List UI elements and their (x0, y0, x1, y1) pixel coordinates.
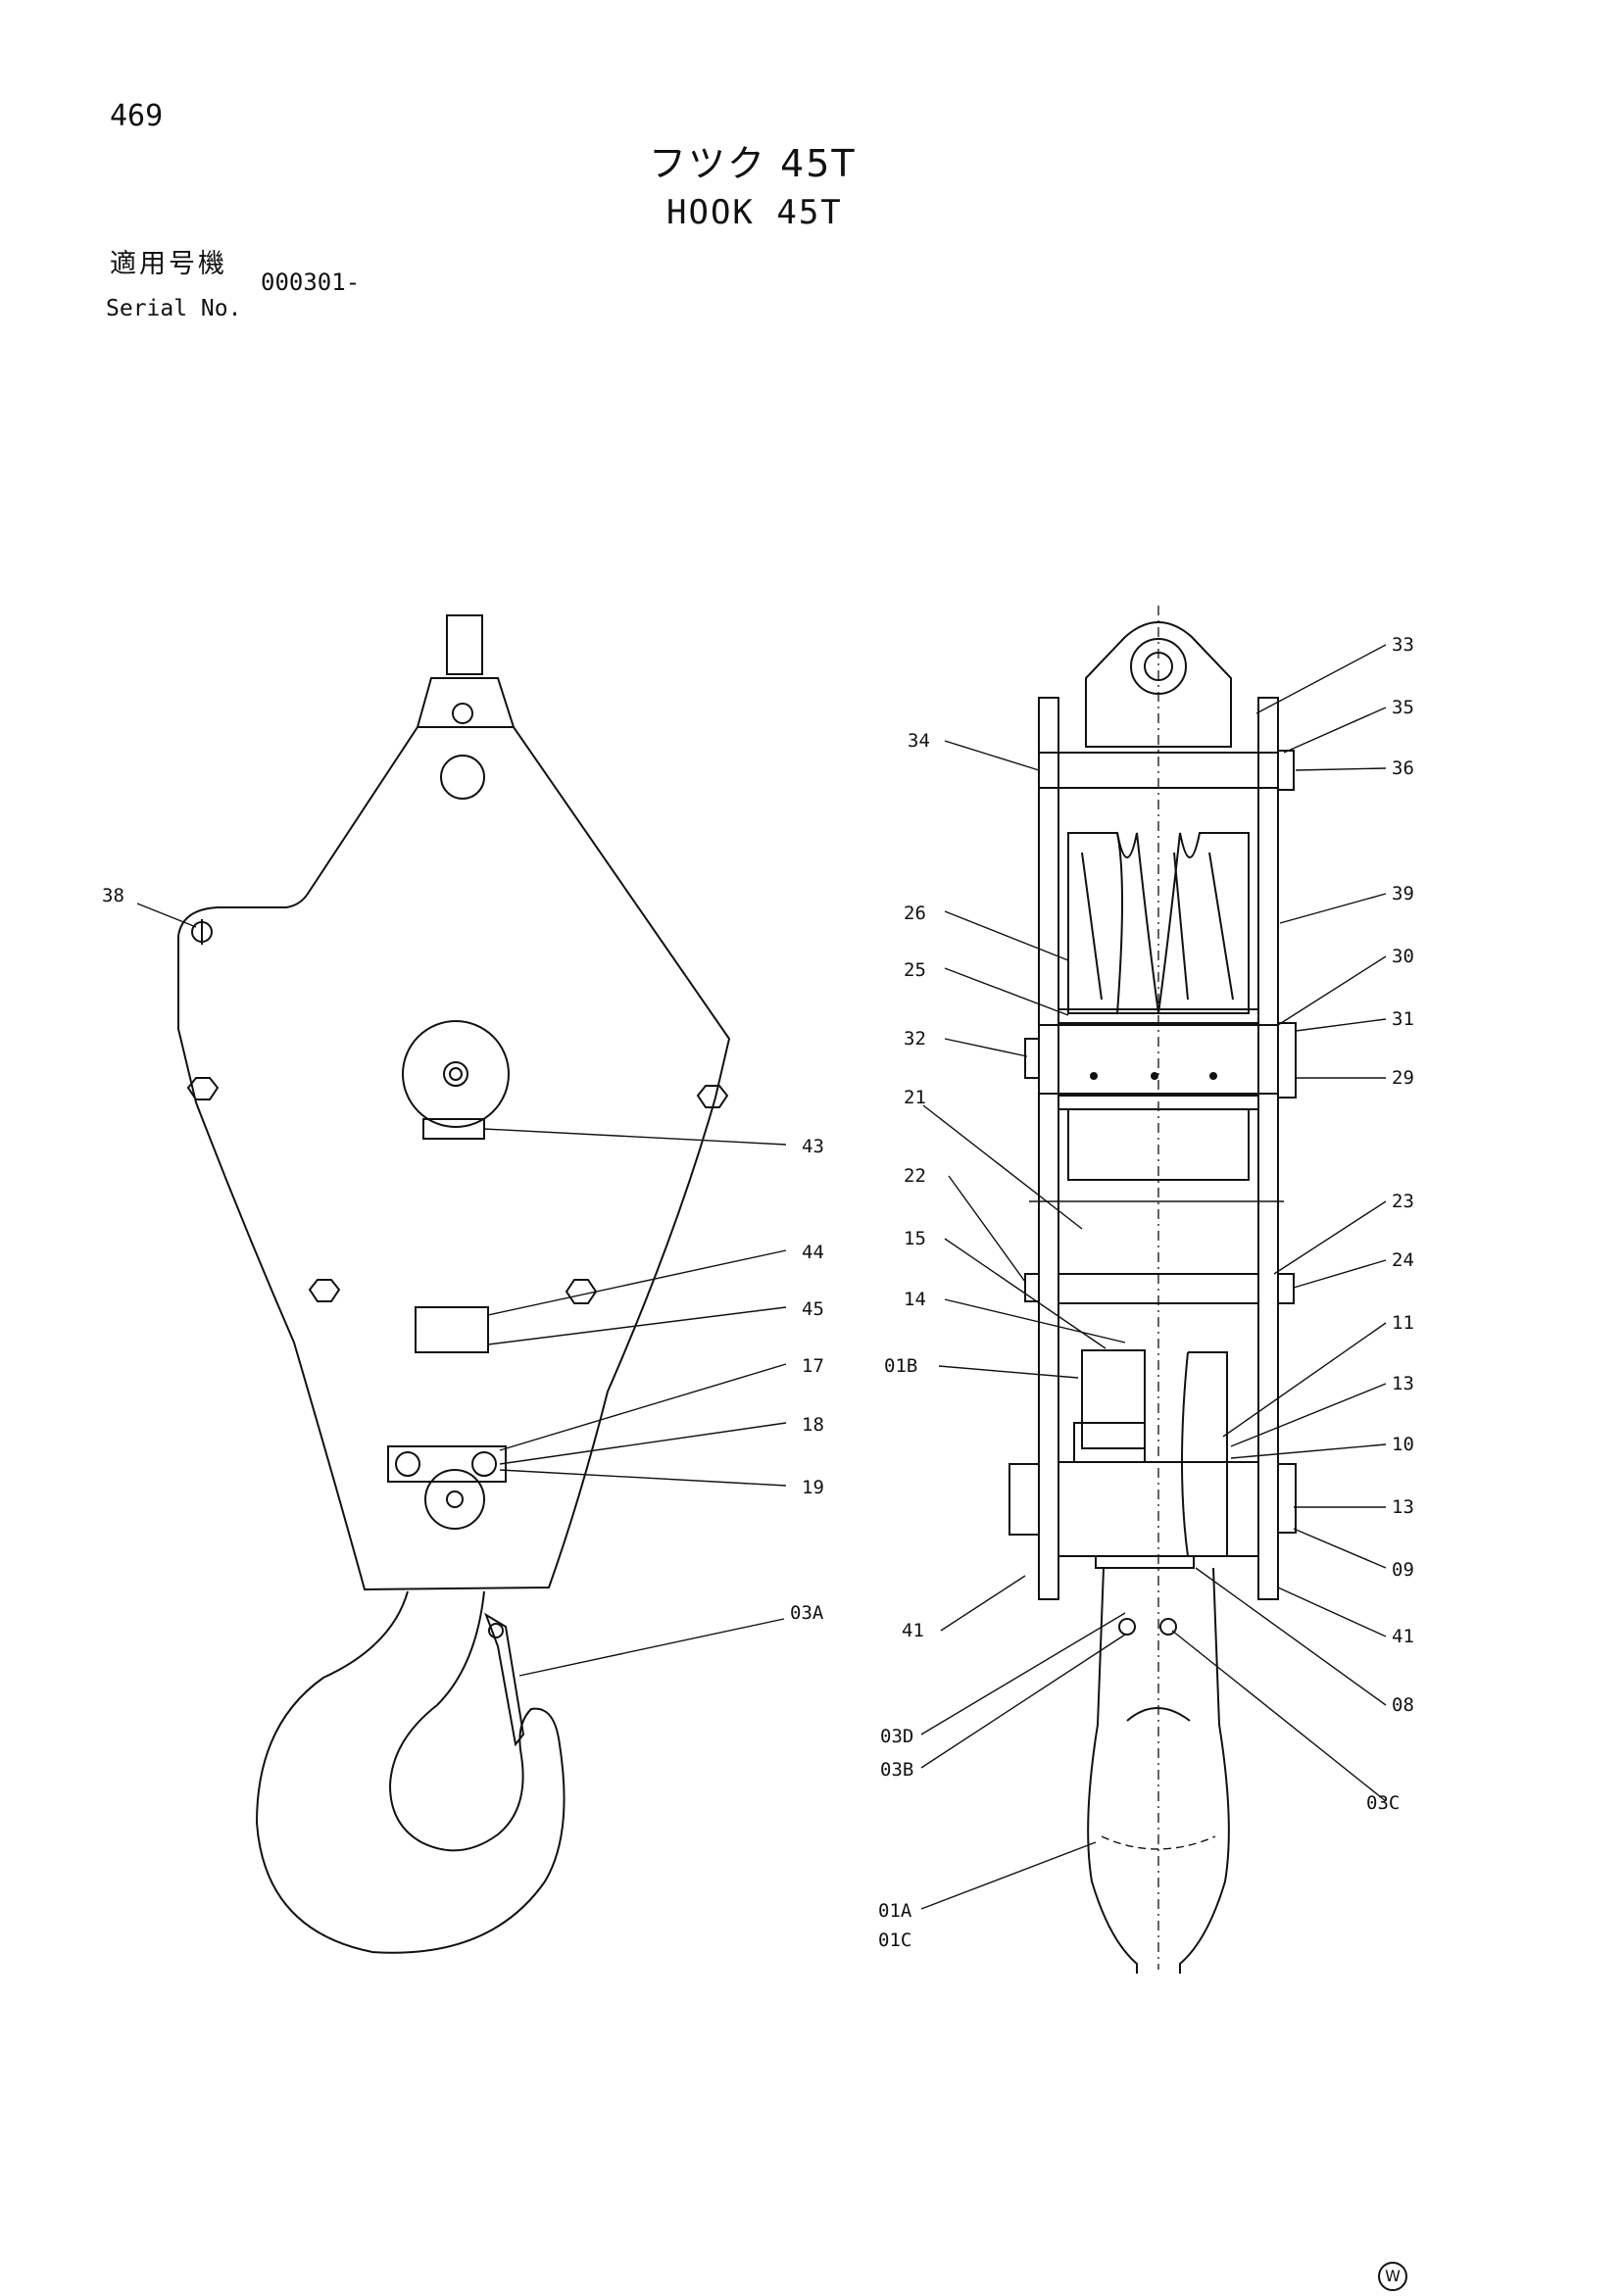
hex-nut-right (696, 1085, 729, 1108)
top-yoke-hole (452, 703, 473, 724)
upper-hole (440, 755, 485, 800)
callout-03A: 03A (790, 1602, 824, 1624)
callout-45: 45 (802, 1298, 824, 1320)
callout-32: 32 (904, 1028, 926, 1050)
serial-label-japanese: 適用号機 (110, 249, 227, 279)
callout-21: 21 (904, 1087, 926, 1108)
callout-01C: 01C (878, 1930, 911, 1951)
callout-34: 34 (908, 730, 930, 752)
hex-nut-left (186, 1077, 220, 1100)
callout-33: 33 (1392, 634, 1414, 656)
callout-03C: 03C (1366, 1792, 1400, 1814)
callout-39: 39 (1392, 883, 1414, 904)
nut-01B (1081, 1349, 1146, 1449)
bracket-17 (387, 1445, 507, 1483)
callout-44: 44 (802, 1242, 824, 1263)
hook-block-section-view (1008, 606, 1297, 1974)
callout-11: 11 (1392, 1312, 1414, 1334)
hook-shank (1087, 1567, 1230, 1974)
hook-latch (484, 1612, 525, 1747)
hook-block-side-view (177, 614, 731, 1954)
callout-10: 10 (1392, 1434, 1414, 1455)
callout-03B: 03B (880, 1759, 913, 1781)
callout-36: 36 (1392, 757, 1414, 779)
title-english: HOOK 45T (666, 193, 843, 232)
callout-24: 24 (1392, 1249, 1414, 1271)
callout-35: 35 (1392, 697, 1414, 718)
callout-13-lower: 13 (1392, 1496, 1414, 1518)
callout-25: 25 (904, 959, 926, 981)
title-japanese: フツク 45T (649, 142, 857, 185)
callout-29: 29 (1392, 1067, 1414, 1089)
callout-41-left: 41 (902, 1620, 924, 1641)
callout-19: 19 (802, 1477, 824, 1498)
callout-22: 22 (904, 1165, 926, 1187)
callout-03D: 03D (880, 1726, 913, 1747)
callout-13-upper: 13 (1392, 1373, 1414, 1394)
hex-nut-lower-left (308, 1279, 341, 1302)
side-plate-right (1257, 697, 1279, 1600)
callout-38: 38 (102, 885, 124, 906)
callout-30: 30 (1392, 946, 1414, 967)
hook-body (255, 1590, 566, 1954)
callout-43: 43 (802, 1136, 824, 1157)
callout-41-right: 41 (1392, 1626, 1414, 1647)
top-pin (446, 614, 483, 675)
callout-31: 31 (1392, 1008, 1414, 1030)
serial-number-value: 000301- (261, 269, 361, 296)
callout-26: 26 (904, 903, 926, 924)
watermark-logo: W (1378, 2262, 1407, 2291)
sheave-pin-cap (402, 1020, 510, 1128)
callout-15: 15 (904, 1228, 926, 1249)
nameplate (415, 1306, 489, 1353)
callout-08: 08 (1392, 1694, 1414, 1716)
swivel-nut (424, 1469, 485, 1530)
callout-01B: 01B (884, 1355, 917, 1377)
callout-09: 09 (1392, 1559, 1414, 1581)
page-number: 469 (110, 99, 164, 133)
side-plate-left (1038, 697, 1059, 1600)
top-yoke (416, 677, 516, 728)
callout-18: 18 (802, 1414, 824, 1436)
block-side-plate (177, 726, 731, 1591)
callout-17: 17 (802, 1355, 824, 1377)
serial-label-english: Serial No. (106, 296, 242, 321)
callout-01A: 01A (878, 1900, 912, 1922)
top-yoke-section (1085, 621, 1232, 748)
hex-nut-lower-right (565, 1279, 598, 1304)
callout-14: 14 (904, 1289, 926, 1310)
callout-23: 23 (1392, 1191, 1414, 1212)
